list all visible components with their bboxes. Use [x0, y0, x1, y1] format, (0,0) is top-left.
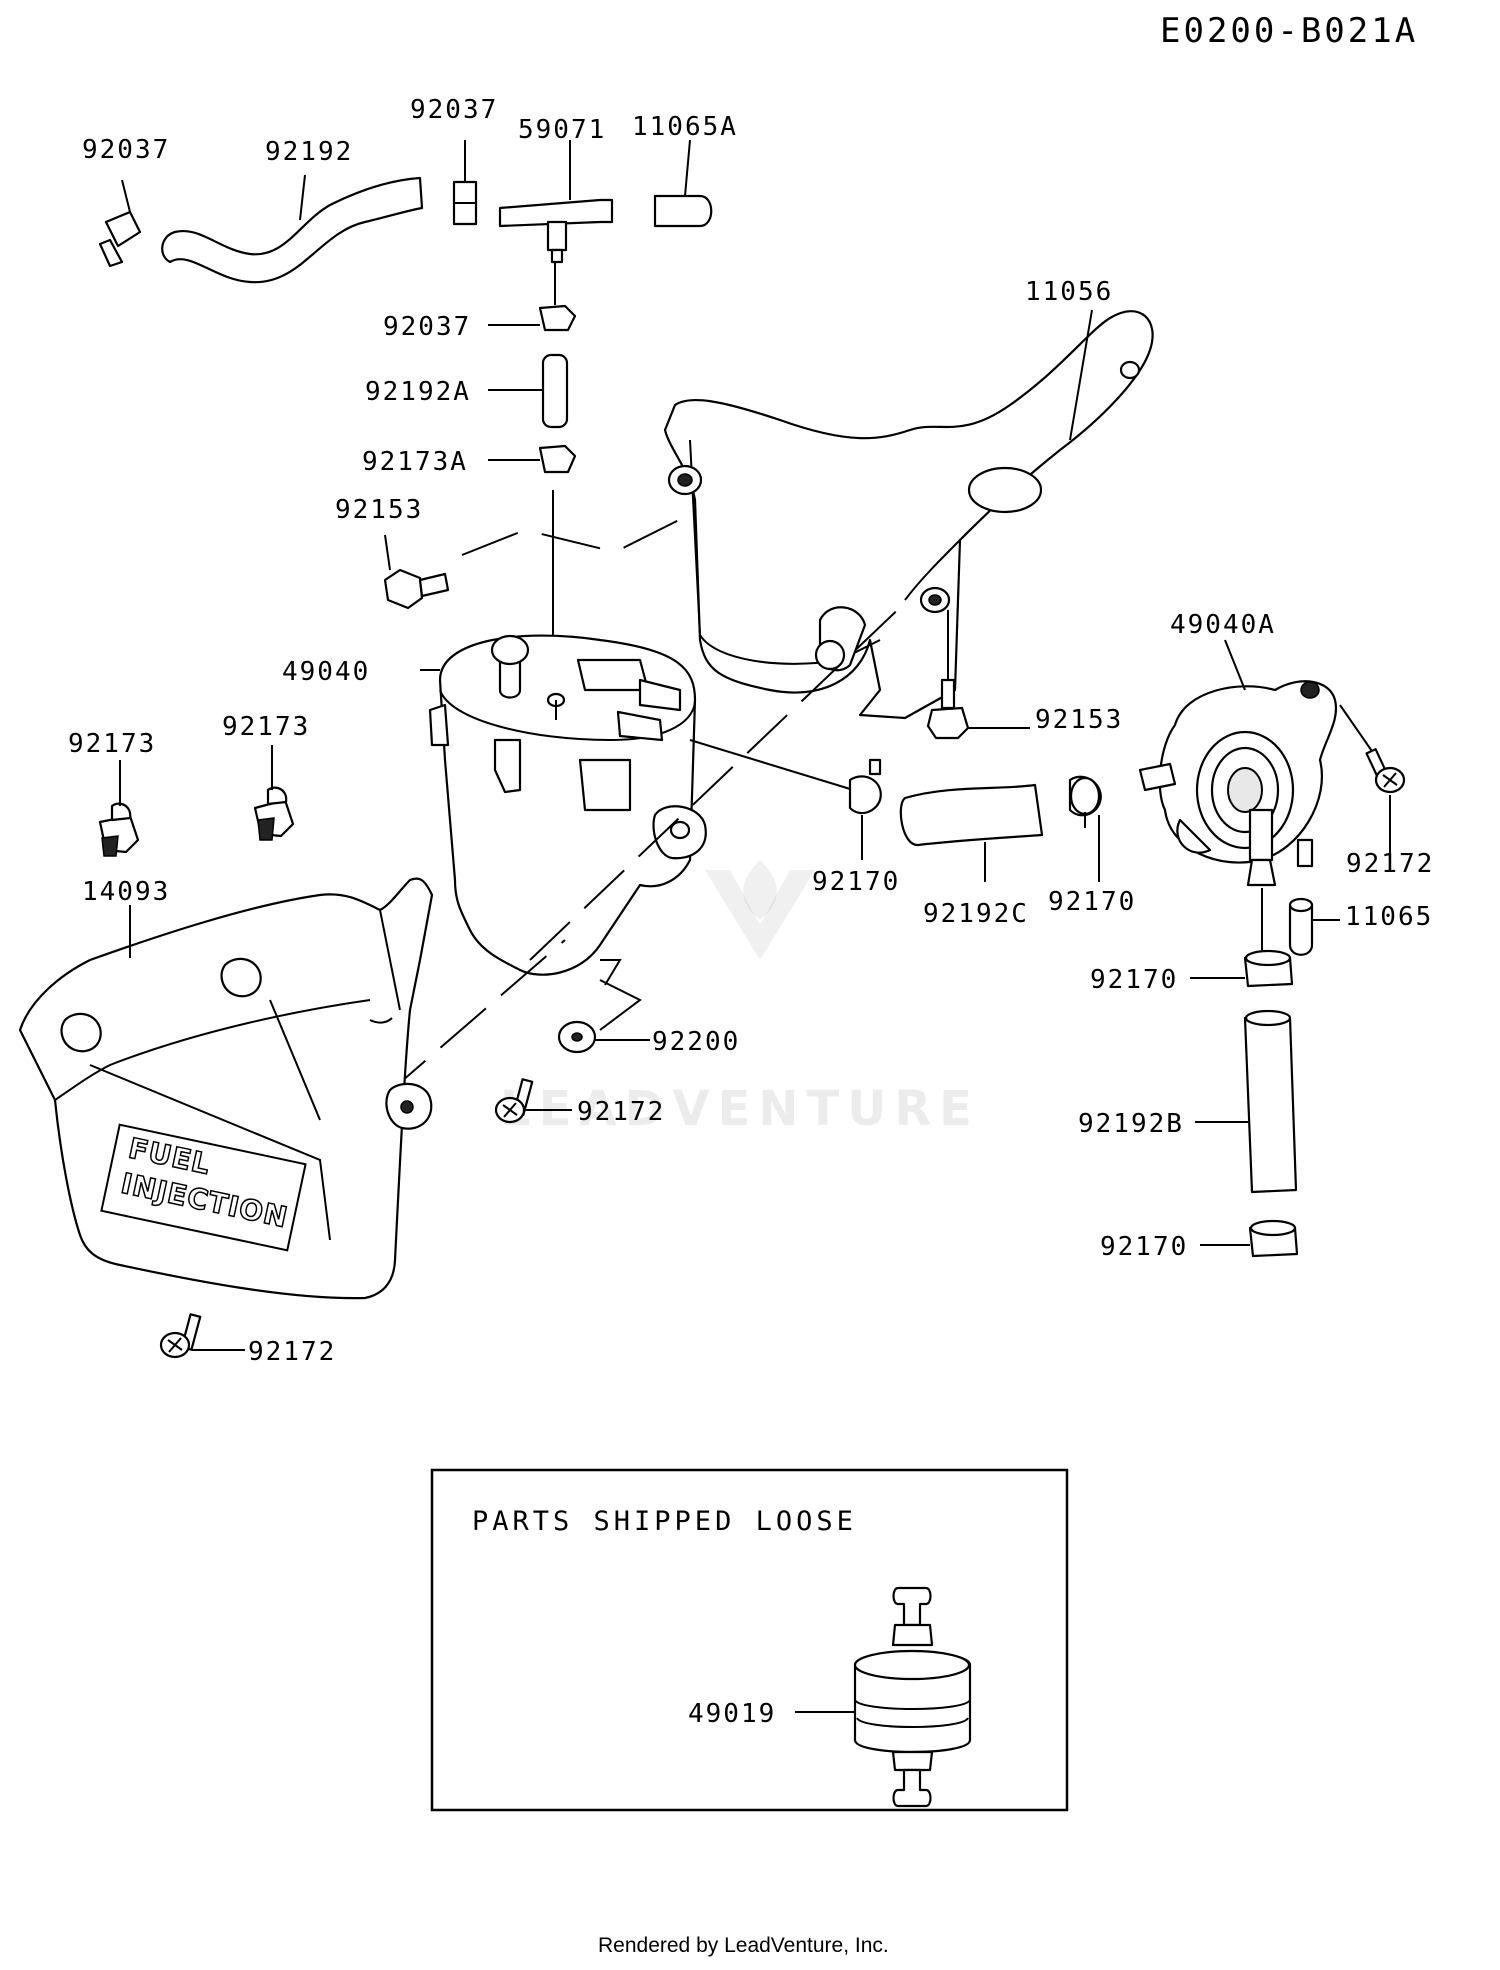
- callout-92170-under-pump: 92170: [1090, 965, 1178, 995]
- part-92192-hose: [161, 176, 424, 284]
- part-49019-inline-filter: [853, 1586, 972, 1808]
- callout-49040: 49040: [282, 657, 370, 687]
- parts-shipped-loose-box: PARTS SHIPPED LOOSE 49019: [430, 1468, 1069, 1812]
- watermark: LEADVENTURE: [500, 860, 980, 1137]
- footer-credit: Rendered by LeadVenture, Inc.: [598, 1934, 889, 1957]
- part-11065-cap: [1288, 897, 1314, 956]
- part-11065A-cap: [653, 194, 713, 228]
- part-92037-clamp-top: [452, 180, 478, 226]
- part-92153-bolt-left: [383, 568, 450, 610]
- callout-92170-hose-left: 92170: [812, 867, 900, 897]
- part-92200-washer: [557, 1020, 597, 1054]
- callout-92170-pump-left: 92170: [1048, 887, 1136, 917]
- callout-92173-left: 92173: [68, 729, 156, 759]
- part-92192B-hose: [1243, 1009, 1298, 1194]
- part-92170-clamp-pump-left: [1068, 775, 1102, 828]
- callout-92172-right: 92172: [1346, 849, 1434, 879]
- part-92172-screw-bottom: [159, 1313, 202, 1359]
- parts-shipped-loose-title: PARTS SHIPPED LOOSE: [472, 1506, 857, 1537]
- callout-92037-mid: 92037: [383, 312, 471, 342]
- part-92192A-hose: [541, 353, 569, 429]
- callout-92037-left: 92037: [82, 135, 170, 165]
- callout-11056: 11056: [1025, 277, 1113, 307]
- callout-92153-right: 92153: [1035, 705, 1123, 735]
- fuel-injection-label: FUEL INJECTION: [100, 1123, 307, 1252]
- part-14093-cover: FUEL INJECTION: [18, 877, 434, 1300]
- part-92173A-clamp: [538, 444, 577, 474]
- part-92170-clamp-under-pump: [1243, 949, 1294, 988]
- part-59071-tee: [498, 198, 614, 264]
- watermark-text: LEADVENTURE: [500, 1081, 980, 1137]
- diagram-code: E0200-B021A: [1160, 11, 1418, 51]
- callout-49019: 49019: [688, 1699, 776, 1729]
- callout-49040A: 49040A: [1170, 610, 1276, 640]
- callout-14093: 14093: [82, 877, 170, 907]
- callout-59071: 59071: [518, 115, 606, 145]
- part-49040-fuel-filter: [428, 634, 707, 976]
- part-92170-clamp-hose-left: [848, 758, 882, 815]
- callout-92173-right: 92173: [222, 712, 310, 742]
- callout-92173A: 92173A: [362, 447, 468, 477]
- part-92173-clip-right: [253, 786, 295, 841]
- part-92172-screw-middle: [494, 1078, 534, 1124]
- callout-92170-bottom: 92170: [1100, 1232, 1188, 1262]
- callout-92037-top: 92037: [410, 95, 498, 125]
- part-49040A-fuel-pump: [1138, 680, 1338, 887]
- callout-92192C: 92192C: [923, 899, 1029, 929]
- part-92037-clamp-mid: [538, 304, 577, 332]
- callout-92192A: 92192A: [365, 377, 471, 407]
- callout-92192: 92192: [265, 137, 353, 167]
- callout-labels: 92037 92192 92037 59071 11065A 92037 921…: [68, 95, 1434, 1367]
- callout-11065: 11065: [1345, 902, 1433, 932]
- part-92037-clamp-left: [98, 210, 142, 268]
- callout-92172-bottom: 92172: [248, 1337, 336, 1367]
- callout-92172-middle: 92172: [577, 1097, 665, 1127]
- part-11056-bracket: [663, 310, 1154, 720]
- part-92170-clamp-bottom: [1248, 1219, 1299, 1258]
- part-92172-screw-right: [1365, 748, 1406, 794]
- callout-92200: 92200: [652, 1027, 740, 1057]
- callout-11065A: 11065A: [632, 112, 738, 142]
- callout-92153-left: 92153: [335, 495, 423, 525]
- part-92192C-hose: [899, 783, 1044, 847]
- callout-92192B: 92192B: [1078, 1109, 1184, 1139]
- part-92173-clip-left: [98, 802, 140, 857]
